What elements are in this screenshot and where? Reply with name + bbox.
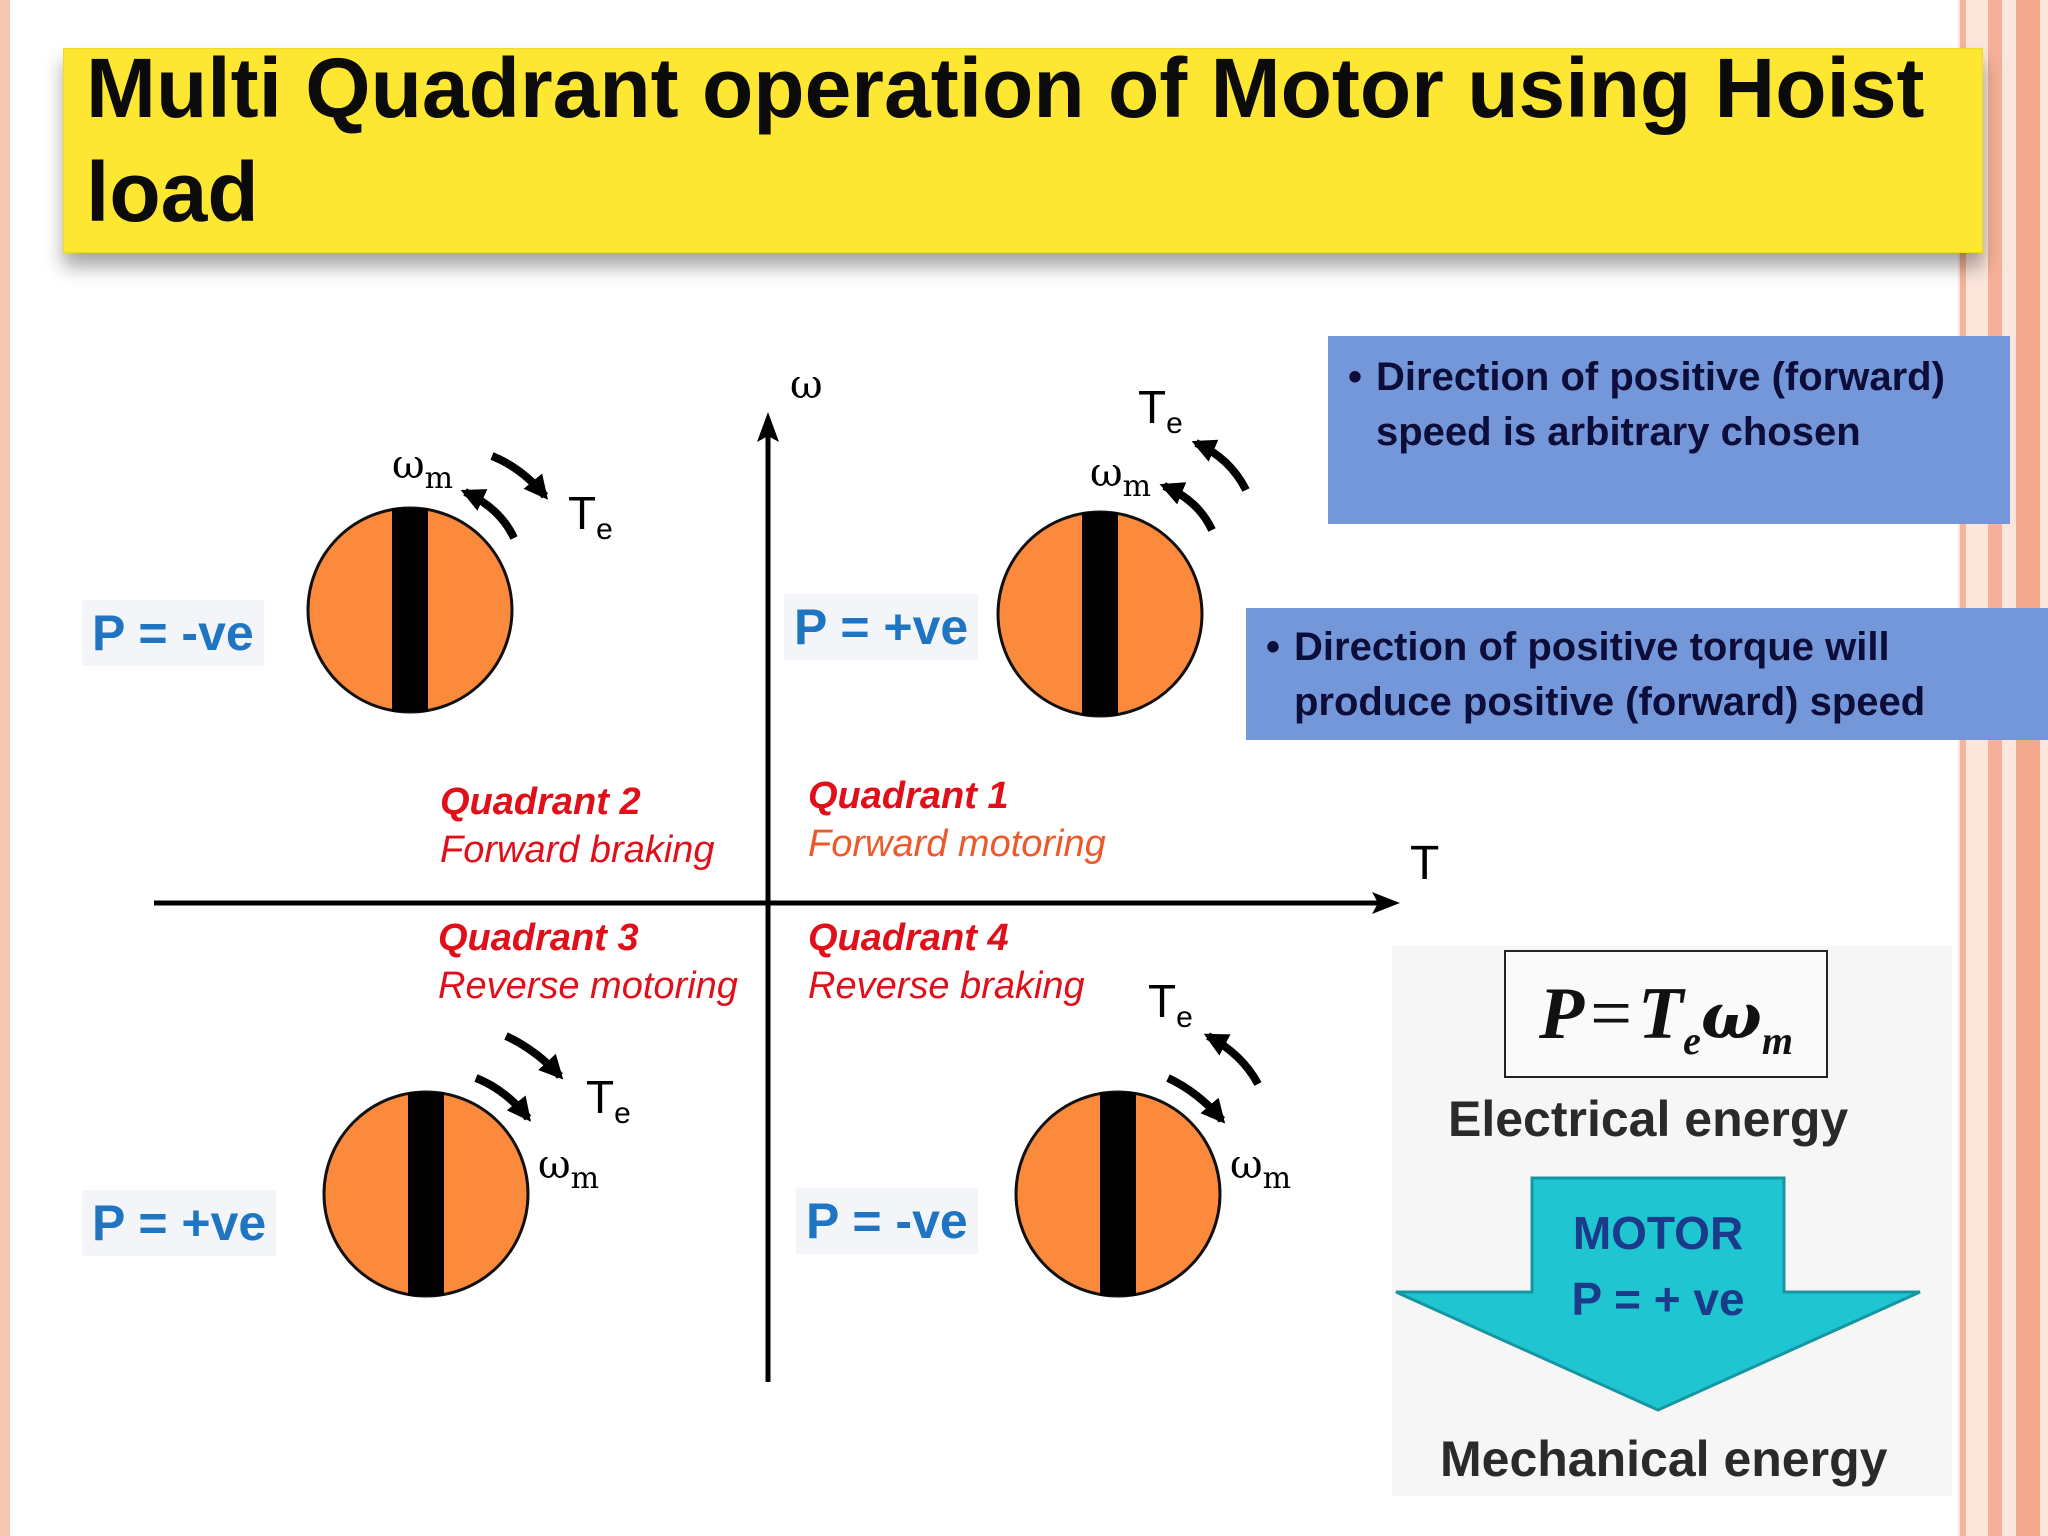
power-label-q3: P = +ve (82, 1190, 277, 1256)
slide-title: Multi Quadrant operation of Motor using … (86, 41, 1925, 239)
info-text-torque-direction: Direction of positive torque will produc… (1294, 625, 1926, 724)
title-banner (63, 48, 1983, 253)
quadrant-4-name: Quadrant 4 (808, 917, 1009, 959)
motor-down-arrow (1395, 1176, 1921, 1412)
rotor-quadrant-4 (1014, 1090, 1222, 1298)
power-label-q1: P = +ve (784, 594, 979, 660)
quadrant-1-mode: Forward motoring (808, 823, 1106, 865)
power-label-q4: P = -ve (796, 1188, 978, 1254)
quadrant-3-label: Quadrant 3 Reverse motoring (438, 914, 738, 1010)
speed-symbol-q3: ωm (538, 1142, 600, 1196)
speed-symbol-q1: ωm (1090, 450, 1152, 504)
quadrant-2-mode: Forward braking (440, 829, 715, 871)
left-border-stripe (0, 0, 10, 1536)
speed-axis-label: ω (790, 362, 823, 408)
rotor-quadrant-1 (996, 510, 1204, 718)
quadrant-3-mode: Reverse motoring (438, 965, 738, 1007)
quadrant-1-label: Quadrant 1 Forward motoring (808, 772, 1106, 868)
arrow-torque-q2 (490, 452, 549, 500)
torque-symbol-q1: Te (1138, 381, 1183, 440)
arrow-speed-q3 (474, 1074, 532, 1122)
quadrant-1-name: Quadrant 1 (808, 775, 1009, 817)
speed-axis-arrowhead (757, 412, 779, 442)
arrow-speed-q1 (1159, 482, 1216, 532)
rotor-quadrant-2 (306, 506, 514, 714)
arrow-speed-q2 (460, 488, 518, 540)
mechanical-energy-label: Mechanical energy (1440, 1431, 1888, 1487)
torque-symbol-q3: Te (586, 1071, 631, 1130)
speed-symbol-q4: ωm (1230, 1142, 1292, 1196)
quadrant-3-name: Quadrant 3 (438, 917, 639, 959)
power-formula: P=Teωm (1504, 950, 1828, 1078)
quadrant-4-label: Quadrant 4 Reverse braking (808, 914, 1085, 1010)
quadrant-4-mode: Reverse braking (808, 965, 1085, 1007)
info-box-torque-direction: • Direction of positive torque will prod… (1246, 608, 2048, 740)
quadrant-2-label: Quadrant 2 Forward braking (440, 778, 715, 874)
electrical-energy-label: Electrical energy (1448, 1091, 1849, 1147)
arrow-torque-q4 (1203, 1032, 1262, 1086)
quadrant-2-name: Quadrant 2 (440, 781, 641, 823)
torque-axis-arrowhead (1372, 892, 1400, 914)
power-label-q2: P = -ve (82, 600, 264, 666)
arrow-torque-q1 (1191, 439, 1250, 492)
rotor-quadrant-3 (322, 1090, 530, 1298)
arrow-speed-q4 (1166, 1074, 1226, 1124)
motor-power-label: P = + ve (1571, 1273, 1745, 1325)
info-text-speed-direction: Direction of positive (forward) speed is… (1376, 355, 1945, 454)
arrow-torque-q3 (504, 1032, 564, 1080)
bullet: • (1266, 625, 1281, 669)
torque-axis-label: T (1410, 837, 1440, 890)
bullet: • (1348, 355, 1363, 399)
torque-symbol-q2: Te (568, 487, 613, 546)
motor-label: MOTOR (1572, 1207, 1744, 1259)
info-box-speed-direction: • Direction of positive (forward) speed … (1328, 336, 2010, 524)
speed-symbol-q2: ωm (392, 442, 454, 496)
torque-symbol-q4: Te (1148, 975, 1193, 1034)
